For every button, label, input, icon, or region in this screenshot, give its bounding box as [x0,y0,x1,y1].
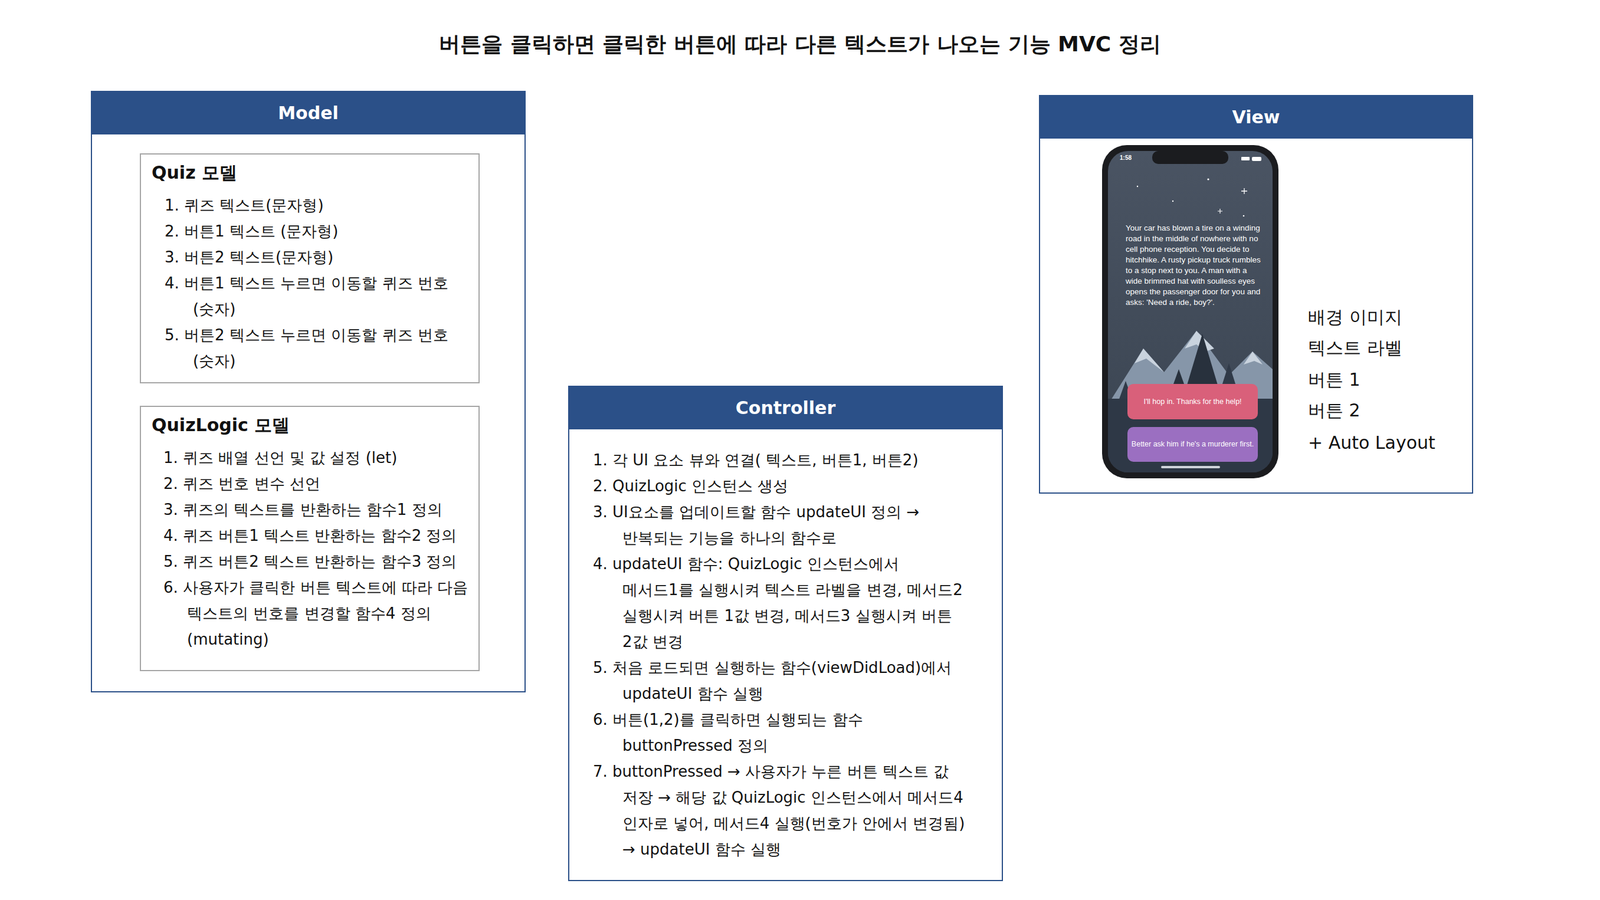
view-component-label: 텍스트 라벨 [1307,335,1403,362]
list-item: 2. QuizLogic 인스턴스 생성 [622,473,974,500]
view-component-label: 버튼 1 [1307,366,1361,393]
list-item: 5. 퀴즈 버튼2 텍스트 반환하는 함수3 정의 [187,548,472,575]
star [1217,208,1223,214]
list-item: 2. 버튼1 텍스트 (문자형) [192,218,472,245]
snow [1134,348,1165,373]
battery-icon [1251,156,1262,162]
app-button: Better ask him if he's a murderer first. [1127,427,1258,462]
list-item: 1. 각 UI 요소 뷰와 연결( 텍스트, 버튼1, 버튼2) [622,447,974,474]
screen-label: 1:58 [1119,154,1132,162]
list-item: 6. 버튼(1,2)를 클릭하면 실행되는 함수 buttonPressed 정… [622,706,974,759]
list-item: 7. buttonPressed → 사용자가 누른 버튼 텍스트 값 저장 →… [622,758,974,863]
list-item: 4. updateUI 함수: QuizLogic 인스턴스에서 메서드1를 실… [622,551,974,655]
mountains [1107,330,1273,423]
box-heading: Quiz 모델 [141,159,472,187]
panel-body: 1. 각 UI 요소 뷰와 연결( 텍스트, 버튼1, 버튼2)2. QuizL… [569,429,1002,881]
list-item: 3. 퀴즈의 텍스트를 반환하는 함수1 정의 [187,496,472,523]
panel-body: Quiz 모델1. 퀴즈 텍스트(문자형)2. 버튼1 텍스트 (문자형)3. … [92,134,525,692]
view-component-label: 버튼 2 [1307,397,1361,424]
app-button: I'll hop in. Thanks for the help! [1127,384,1258,420]
diagram-title: 버튼을 클릭하면 클릭한 버튼에 따라 다른 텍스트가 나오는 기능 MVC 정… [0,30,1600,58]
star [1207,178,1209,180]
list-item: 1. 퀴즈 텍스트(문자형) [192,192,472,219]
list-item: 2. 퀴즈 번호 변수 선언 [187,470,472,497]
star [1172,200,1174,202]
list-item: 3. UI요소를 업데이트할 함수 updateUI 정의 → 반복되는 기능을… [622,499,974,552]
panel-header: View [1040,96,1472,139]
list-item: 5. 버튼2 텍스트 누르면 이동할 퀴즈 번호(숫자) [192,322,472,375]
view-component-label: + Auto Layout [1307,430,1436,457]
mvc-panel: Controller1. 각 UI 요소 뷰와 연결( 텍스트, 버튼1, 버튼… [568,385,1003,882]
list-item: 1. 퀴즈 배열 선언 및 값 설정 (let) [187,444,472,471]
phone-frame [1102,145,1279,479]
screen-label: Your car has blown a tire on a winding r… [1125,223,1263,308]
list-item: 4. 버튼1 텍스트 누르면 이동할 퀴즈 번호(숫자) [192,270,472,323]
star [1136,185,1139,188]
star [1241,188,1248,195]
snow [1243,351,1263,365]
box-heading: QuizLogic 모델 [141,411,472,439]
button-text: Better ask him if he's a murderer first. [1131,440,1254,449]
button-text: I'll hop in. Thanks for the help! [1143,397,1242,407]
status-icon [1241,156,1250,161]
phone-notch [1152,151,1229,165]
list-item: 4. 퀴즈 버튼1 텍스트 반환하는 함수2 정의 [187,522,472,549]
model-box: QuizLogic 모델 1. 퀴즈 배열 선언 및 값 설정 (let)2. 퀴… [139,405,480,672]
list-item: 5. 처음 로드되면 실행하는 함수(viewDidLoad)에서 update… [622,654,974,707]
mvc-panel: ModelQuiz 모델 1. 퀴즈 텍스트(문자형)2. 버튼1 텍스트 (문자… [90,90,526,693]
view-component-label: 배경 이미지 [1307,304,1403,331]
model-box: Quiz 모델 1. 퀴즈 텍스트(문자형)2. 버튼1 텍스트 (문자형)3. … [139,153,480,384]
list-item: 6. 사용자가 클릭한 버튼 텍스트에 따라 다음 텍스트의 번호를 변경할 함… [187,574,472,653]
home-indicator [1161,466,1221,469]
list-item: 3. 버튼2 텍스트(문자형) [192,244,472,271]
star [1243,215,1245,218]
background-scene [1107,178,1273,473]
panel-header: Controller [569,387,1002,430]
panel-header: Model [92,92,525,135]
